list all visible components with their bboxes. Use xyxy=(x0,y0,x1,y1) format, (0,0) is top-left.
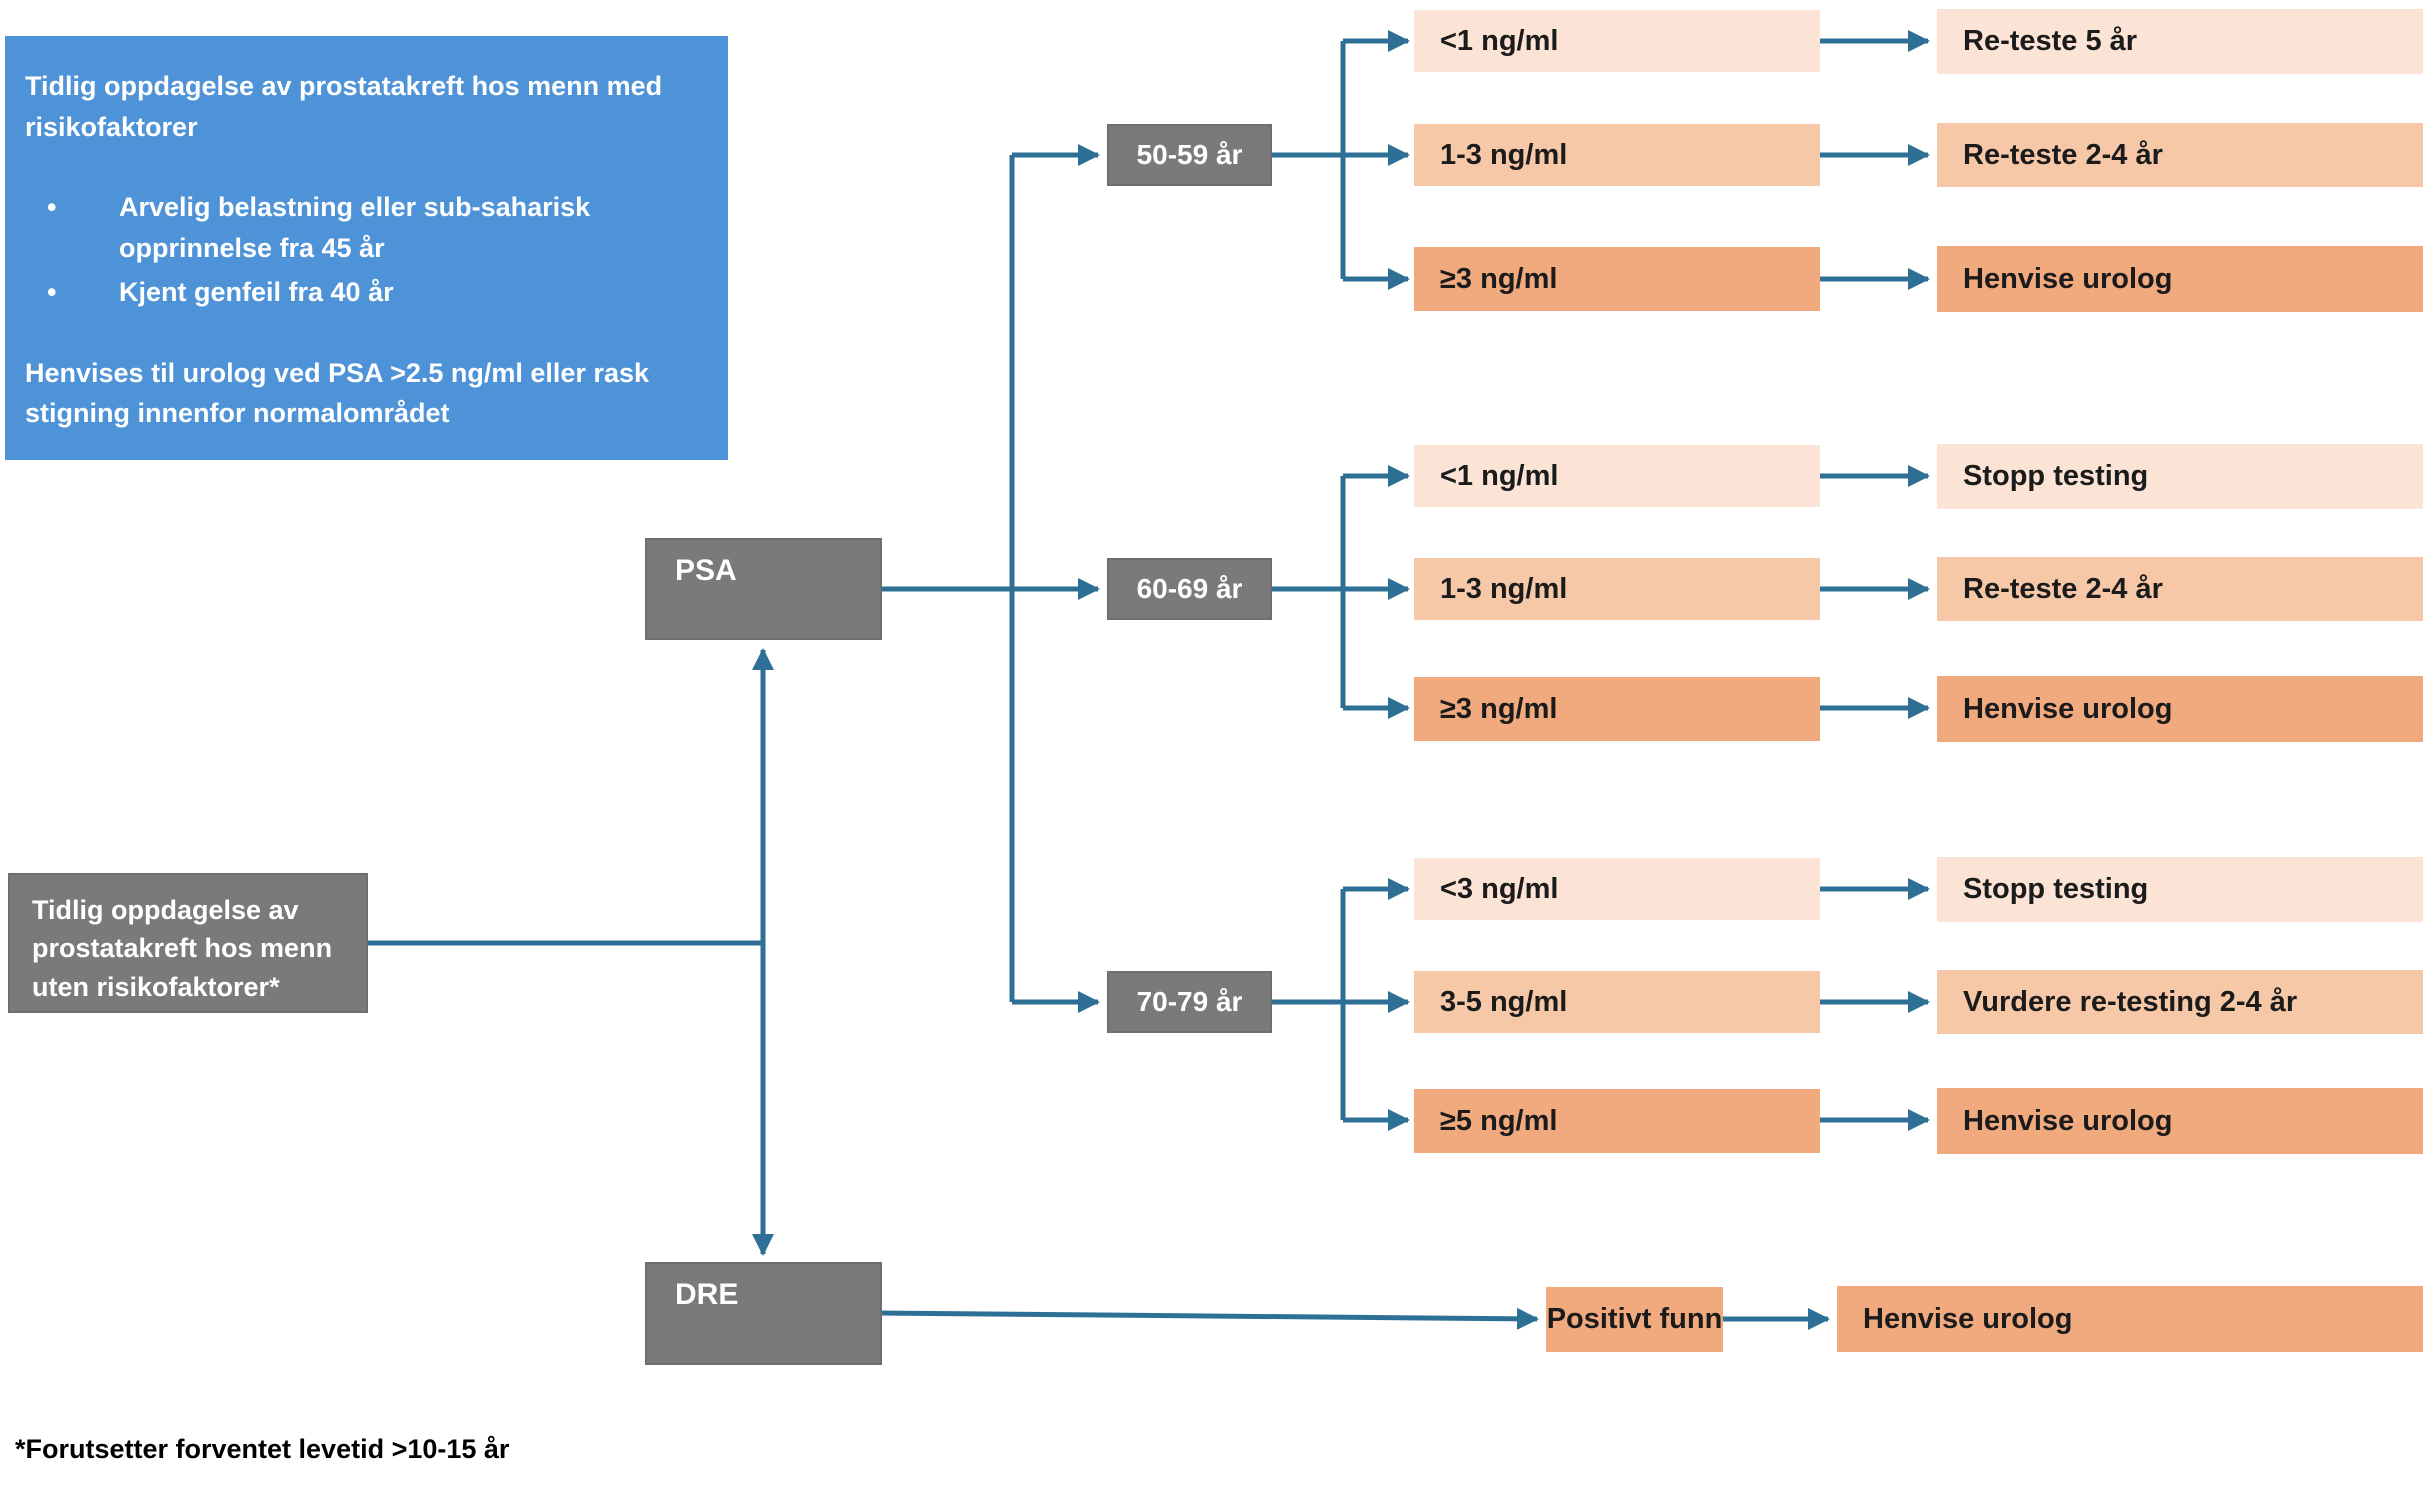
action-box: Henvise urolog xyxy=(1837,1286,2423,1352)
action-box: Stopp testing xyxy=(1937,444,2423,509)
connector-60-69-split xyxy=(1272,476,1346,708)
age-box-70-79: 70-79 år xyxy=(1107,971,1272,1033)
risk-info-note: Henvises til urolog ved PSA >2.5 ng/ml e… xyxy=(25,357,649,429)
psa-level-label: 3-5 ng/ml xyxy=(1440,985,1568,1018)
action-label: Re-teste 2-4 år xyxy=(1963,138,2163,171)
connector-70-79-split xyxy=(1272,889,1346,1120)
risk-factor-list: Arvelig belastning eller sub-saharisk op… xyxy=(25,187,694,313)
psa-level-box: <1 ng/ml xyxy=(1414,445,1820,507)
connector-50-59-split xyxy=(1272,41,1346,279)
action-box: Henvise urolog xyxy=(1937,1088,2423,1154)
psa-level-label: 1-3 ng/ml xyxy=(1440,572,1568,605)
psa-level-box: 1-3 ng/ml xyxy=(1414,558,1820,620)
action-box: Henvise urolog xyxy=(1937,676,2423,742)
connector-dre-finding xyxy=(881,1307,1539,1330)
connector-group xyxy=(368,30,1930,1330)
action-label: Re-teste 5 år xyxy=(1963,25,2138,57)
action-label: Stopp testing xyxy=(1963,460,2149,492)
risk-factor-item: Kjent genfeil fra 40 år xyxy=(41,272,694,313)
dre-finding-box: Positivt funn xyxy=(1546,1287,1723,1352)
root-box-label: Tidlig oppdagelse av prostatakreft hos m… xyxy=(32,895,333,1002)
psa-box-label: PSA xyxy=(675,554,737,587)
psa-level-label: ≥5 ng/ml xyxy=(1440,1104,1558,1137)
psa-level-label: 1-3 ng/ml xyxy=(1440,138,1568,171)
action-label: Vurdere re-testing 2-4 år xyxy=(1963,985,2298,1018)
age-box-60-69: 60-69 år xyxy=(1107,558,1272,620)
action-box: Vurdere re-testing 2-4 år xyxy=(1937,970,2423,1034)
dre-box-label: DRE xyxy=(675,1278,739,1311)
psa-level-label: ≥3 ng/ml xyxy=(1440,262,1558,295)
risk-factor-item: Arvelig belastning eller sub-saharisk op… xyxy=(41,187,694,268)
root-box: Tidlig oppdagelse av prostatakreft hos m… xyxy=(8,873,368,1013)
age-label: 70-79 år xyxy=(1136,986,1243,1017)
action-label: Stopp testing xyxy=(1963,873,2149,905)
psa-level-box: 3-5 ng/ml xyxy=(1414,971,1820,1033)
psa-level-label: <3 ng/ml xyxy=(1440,872,1559,905)
psa-level-box: ≥5 ng/ml xyxy=(1414,1089,1820,1153)
age-box-50-59: 50-59 år xyxy=(1107,124,1272,186)
psa-level-label: ≥3 ng/ml xyxy=(1440,692,1558,725)
psa-level-box: ≥3 ng/ml xyxy=(1414,247,1820,311)
action-label: Henvise urolog xyxy=(1963,692,2173,725)
action-label: Henvise urolog xyxy=(1963,1104,2173,1137)
action-box: Henvise urolog xyxy=(1937,246,2423,312)
psa-level-box: ≥3 ng/ml xyxy=(1414,677,1820,741)
age-label: 50-59 år xyxy=(1136,139,1243,170)
psa-level-label: <1 ng/ml xyxy=(1440,24,1559,57)
action-box: Stopp testing xyxy=(1937,857,2423,922)
psa-level-label: <1 ng/ml xyxy=(1440,459,1559,492)
action-box: Re-teste 5 år xyxy=(1937,9,2423,74)
psa-level-box: <1 ng/ml xyxy=(1414,10,1820,72)
action-label: Re-teste 2-4 år xyxy=(1963,572,2163,605)
psa-level-box: <3 ng/ml xyxy=(1414,858,1820,920)
risk-info-title: Tidlig oppdagelse av prostatakreft hos m… xyxy=(25,71,663,142)
dre-finding-label: Positivt funn xyxy=(1546,1303,1723,1335)
action-box: Re-teste 2-4 år xyxy=(1937,557,2423,621)
psa-box: PSA xyxy=(645,538,882,640)
action-box: Re-teste 2-4 år xyxy=(1937,123,2423,187)
psa-level-box: 1-3 ng/ml xyxy=(1414,124,1820,186)
action-label: Henvise urolog xyxy=(1963,262,2173,295)
action-label: Henvise urolog xyxy=(1863,1302,2073,1335)
footnote: *Forutsetter forventet levetid >10-15 år xyxy=(15,1434,510,1464)
dre-box: DRE xyxy=(645,1262,882,1365)
age-label: 60-69 år xyxy=(1136,573,1243,604)
risk-info-box: Tidlig oppdagelse av prostatakreft hos m… xyxy=(5,36,728,460)
